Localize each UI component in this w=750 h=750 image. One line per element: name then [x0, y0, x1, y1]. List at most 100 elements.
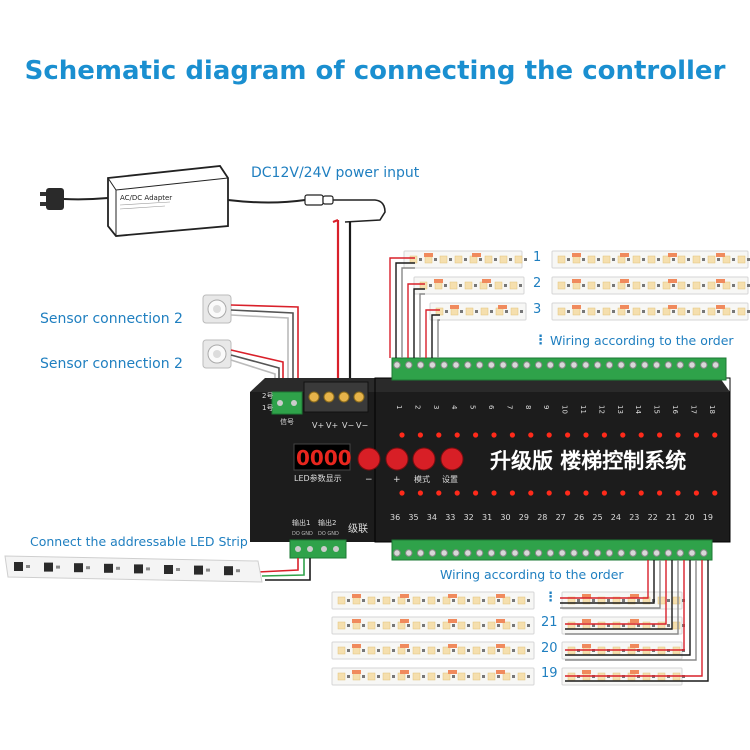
led-chip — [567, 596, 576, 605]
indicator-led — [620, 432, 626, 438]
led-chip — [412, 596, 421, 605]
mode-button[interactable] — [412, 447, 436, 471]
led-chip — [457, 596, 466, 605]
led-resistor — [567, 310, 570, 313]
terminal-screw — [464, 361, 472, 369]
output-terminal — [289, 539, 347, 559]
led-pad — [400, 670, 409, 674]
led-resistor — [445, 310, 448, 313]
bottom-channel-number: 21 — [666, 513, 676, 522]
led-resistor — [362, 599, 365, 602]
led-chip — [382, 646, 391, 655]
settings-button[interactable] — [440, 447, 464, 471]
led-resistor — [732, 258, 735, 261]
led-resistor — [407, 649, 410, 652]
led-resistor — [597, 258, 600, 261]
terminal-screw — [617, 549, 625, 557]
terminal-screw — [688, 361, 696, 369]
led-chip — [677, 307, 686, 316]
indicator-led — [712, 490, 718, 496]
led-chip — [464, 281, 473, 290]
led-chip — [517, 621, 526, 630]
led-pad — [630, 619, 639, 623]
led-resistor — [672, 310, 675, 313]
led-resistor — [582, 258, 585, 261]
top-channel-number: 15 — [653, 405, 661, 414]
led-resistor — [392, 675, 395, 678]
led-resistor — [407, 624, 410, 627]
terminal-screw — [700, 361, 708, 369]
led-chip — [427, 596, 436, 605]
led-chip — [450, 307, 459, 316]
led-chip — [352, 646, 361, 655]
led-resistor — [747, 284, 750, 287]
bottom-channel-number: 33 — [445, 513, 455, 522]
led-chip — [479, 281, 488, 290]
led-chip — [707, 255, 716, 264]
led-pad — [716, 279, 725, 283]
top-channel-number: 9 — [542, 405, 550, 409]
addressable-chip — [74, 563, 83, 573]
bottom-channel-number: 31 — [482, 513, 492, 522]
addressable-resistor — [146, 567, 150, 571]
indicator-led — [565, 432, 571, 438]
led-resistor — [497, 624, 500, 627]
led-resistor — [642, 258, 645, 261]
led-strip — [331, 616, 535, 635]
indicator-led — [657, 490, 663, 496]
led-strip — [331, 641, 535, 660]
led-resistor — [612, 284, 615, 287]
terminal-screw — [416, 361, 425, 369]
led-pad — [424, 253, 433, 257]
led-resistor — [434, 258, 437, 261]
led-resistor — [592, 599, 595, 602]
led-chip — [487, 621, 496, 630]
led-resistor — [467, 675, 470, 678]
terminal-screw — [487, 361, 496, 369]
led-resistor — [642, 310, 645, 313]
led-chip — [424, 255, 433, 264]
indicator-led — [546, 490, 552, 496]
terminal-screw — [711, 361, 720, 369]
indicator-led — [509, 490, 515, 496]
addressable-chip — [44, 562, 53, 572]
terminal-screw — [499, 361, 507, 369]
led-chip — [487, 646, 496, 655]
led-resistor — [597, 284, 600, 287]
terminal-screw — [546, 361, 555, 369]
led-chip — [597, 596, 606, 605]
led-chip — [572, 255, 581, 264]
led-chip — [612, 596, 621, 605]
addressable-resistor — [206, 568, 210, 572]
led-strip — [331, 667, 535, 686]
led-resistor — [687, 258, 690, 261]
output-wires — [257, 558, 311, 581]
led-chip — [677, 281, 686, 290]
led-resistor — [377, 675, 380, 678]
led-strip — [561, 591, 685, 610]
led-resistor — [452, 599, 455, 602]
ac-dc-adapter: AC/DC Adapter — [107, 165, 229, 237]
plus-button[interactable] — [385, 447, 409, 471]
terminal-screw — [593, 361, 602, 369]
addressable-chip — [224, 566, 233, 576]
top-channel-number: 17 — [689, 405, 697, 414]
led-resistor — [627, 310, 630, 313]
led-strip — [551, 276, 750, 295]
led-resistor — [422, 649, 425, 652]
top-channel-number: 14 — [634, 405, 642, 414]
led-pad — [496, 619, 505, 623]
led-resistor — [437, 649, 440, 652]
led-pad — [434, 279, 443, 283]
terminal-screw — [605, 361, 614, 369]
led-resistor — [577, 624, 580, 627]
led-resistor — [422, 624, 425, 627]
terminal-screw — [534, 549, 543, 557]
led-pad — [450, 305, 459, 309]
led-chip — [737, 255, 746, 264]
addressable-chip — [14, 562, 23, 571]
led-resistor — [747, 310, 750, 313]
minus-button[interactable] — [357, 447, 381, 471]
